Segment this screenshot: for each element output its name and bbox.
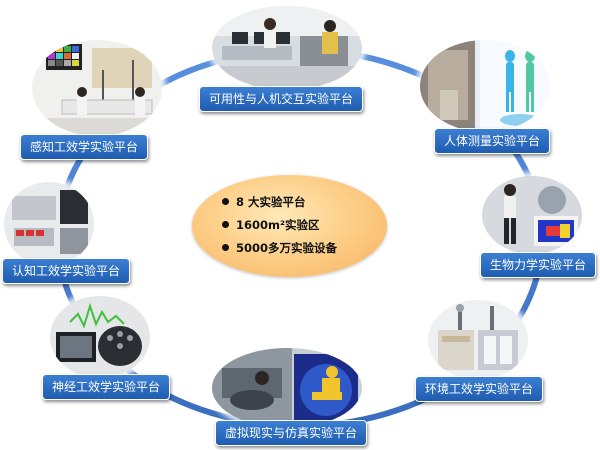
photo-anthropometry bbox=[420, 40, 550, 132]
lab-photo-image bbox=[212, 6, 362, 90]
lab-photo-image bbox=[420, 40, 550, 132]
summary-item: 1600m²实验区 bbox=[222, 214, 337, 237]
bullet-icon bbox=[222, 244, 229, 251]
photo-usability-hci bbox=[212, 6, 362, 90]
bullet-icon bbox=[222, 198, 229, 205]
lab-photo-image bbox=[32, 40, 162, 136]
lab-photo-image bbox=[212, 348, 362, 428]
summary-item: 5000多万实验设备 bbox=[222, 237, 337, 260]
summary-item-text: 5000多万实验设备 bbox=[236, 241, 338, 255]
label-vr-simulation: 虚拟现实与仿真实验平台 bbox=[215, 420, 368, 446]
summary-item-text: 8 大实验平台 bbox=[236, 195, 306, 209]
lab-photo-image bbox=[4, 182, 94, 266]
label-usability-hci: 可用性与人机交互实验平台 bbox=[199, 86, 364, 112]
summary-ellipse: 8 大实验平台 1600m²实验区 5000多万实验设备 bbox=[192, 175, 387, 277]
color-chart-image bbox=[46, 44, 82, 70]
photo-environmental bbox=[428, 300, 528, 380]
label-cognitive: 认知工效学实验平台 bbox=[2, 258, 131, 284]
photo-vr-simulation bbox=[212, 348, 362, 428]
summary-item: 8 大实验平台 bbox=[222, 191, 337, 214]
label-neuroergonomics: 神经工效学实验平台 bbox=[42, 374, 171, 400]
bullet-icon bbox=[222, 221, 229, 228]
lab-photo-image bbox=[50, 296, 150, 378]
summary-item-text: 1600m²实验区 bbox=[236, 218, 320, 232]
photo-neuroergonomics bbox=[50, 296, 150, 378]
photo-cognitive bbox=[4, 182, 94, 266]
lab-photo-image bbox=[428, 300, 528, 380]
photo-perception bbox=[32, 40, 162, 136]
summary-list: 8 大实验平台 1600m²实验区 5000多万实验设备 bbox=[222, 191, 337, 260]
label-anthropometry: 人体测量实验平台 bbox=[434, 128, 551, 154]
label-biomechanics: 生物力学实验平台 bbox=[480, 252, 597, 278]
label-environmental: 环境工效学实验平台 bbox=[415, 376, 544, 402]
lab-photo-image bbox=[482, 176, 582, 254]
photo-biomechanics bbox=[482, 176, 582, 254]
label-perception: 感知工效学实验平台 bbox=[20, 134, 149, 160]
